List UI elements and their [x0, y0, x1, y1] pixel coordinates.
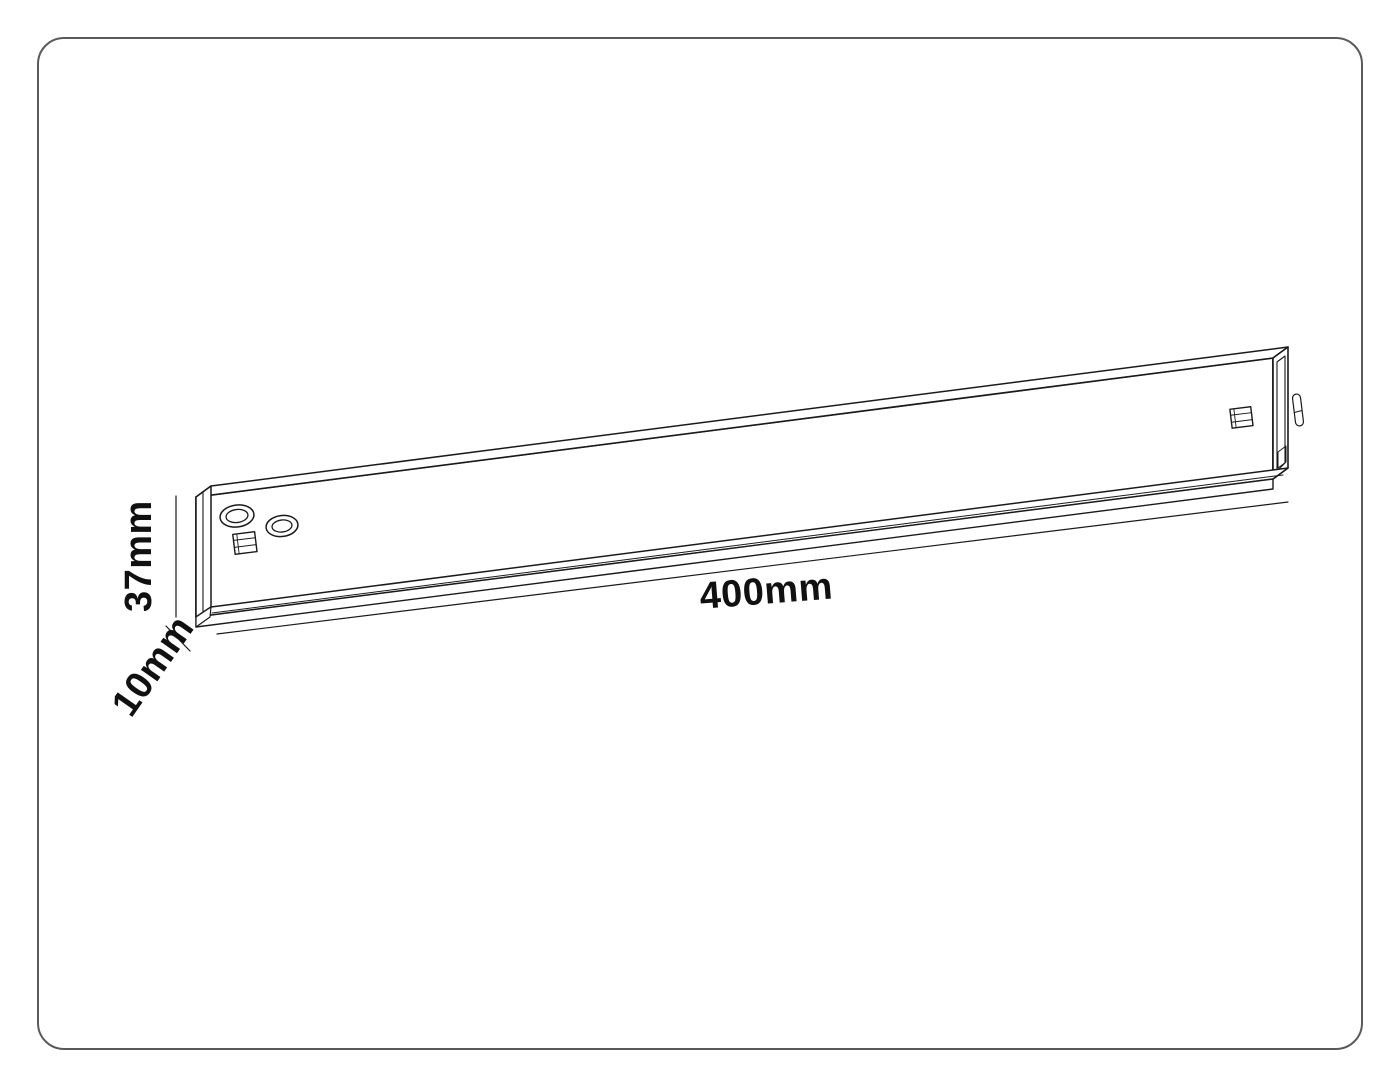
dimension-line-length: [216, 501, 1289, 635]
contact-slot-right: [1229, 406, 1254, 429]
product-illustration: [165, 346, 1305, 652]
diffuser-inner-line: [211, 474, 1284, 614]
rounded-border: [37, 37, 1363, 1050]
end-cap-lower-notch: [1277, 445, 1287, 469]
dimension-label-height: 37mm: [118, 500, 160, 612]
end-cap-slot: [1291, 393, 1305, 427]
diffuser-lip-left-end: [195, 606, 212, 628]
dimension-line-depth: [165, 625, 191, 652]
contact-slot-left: [232, 531, 258, 555]
end-cap-slot-divider: [1293, 409, 1303, 414]
mounting-hole-oval-left-inner: [225, 508, 249, 524]
mounting-hole-oval-right-inner: [271, 519, 293, 533]
